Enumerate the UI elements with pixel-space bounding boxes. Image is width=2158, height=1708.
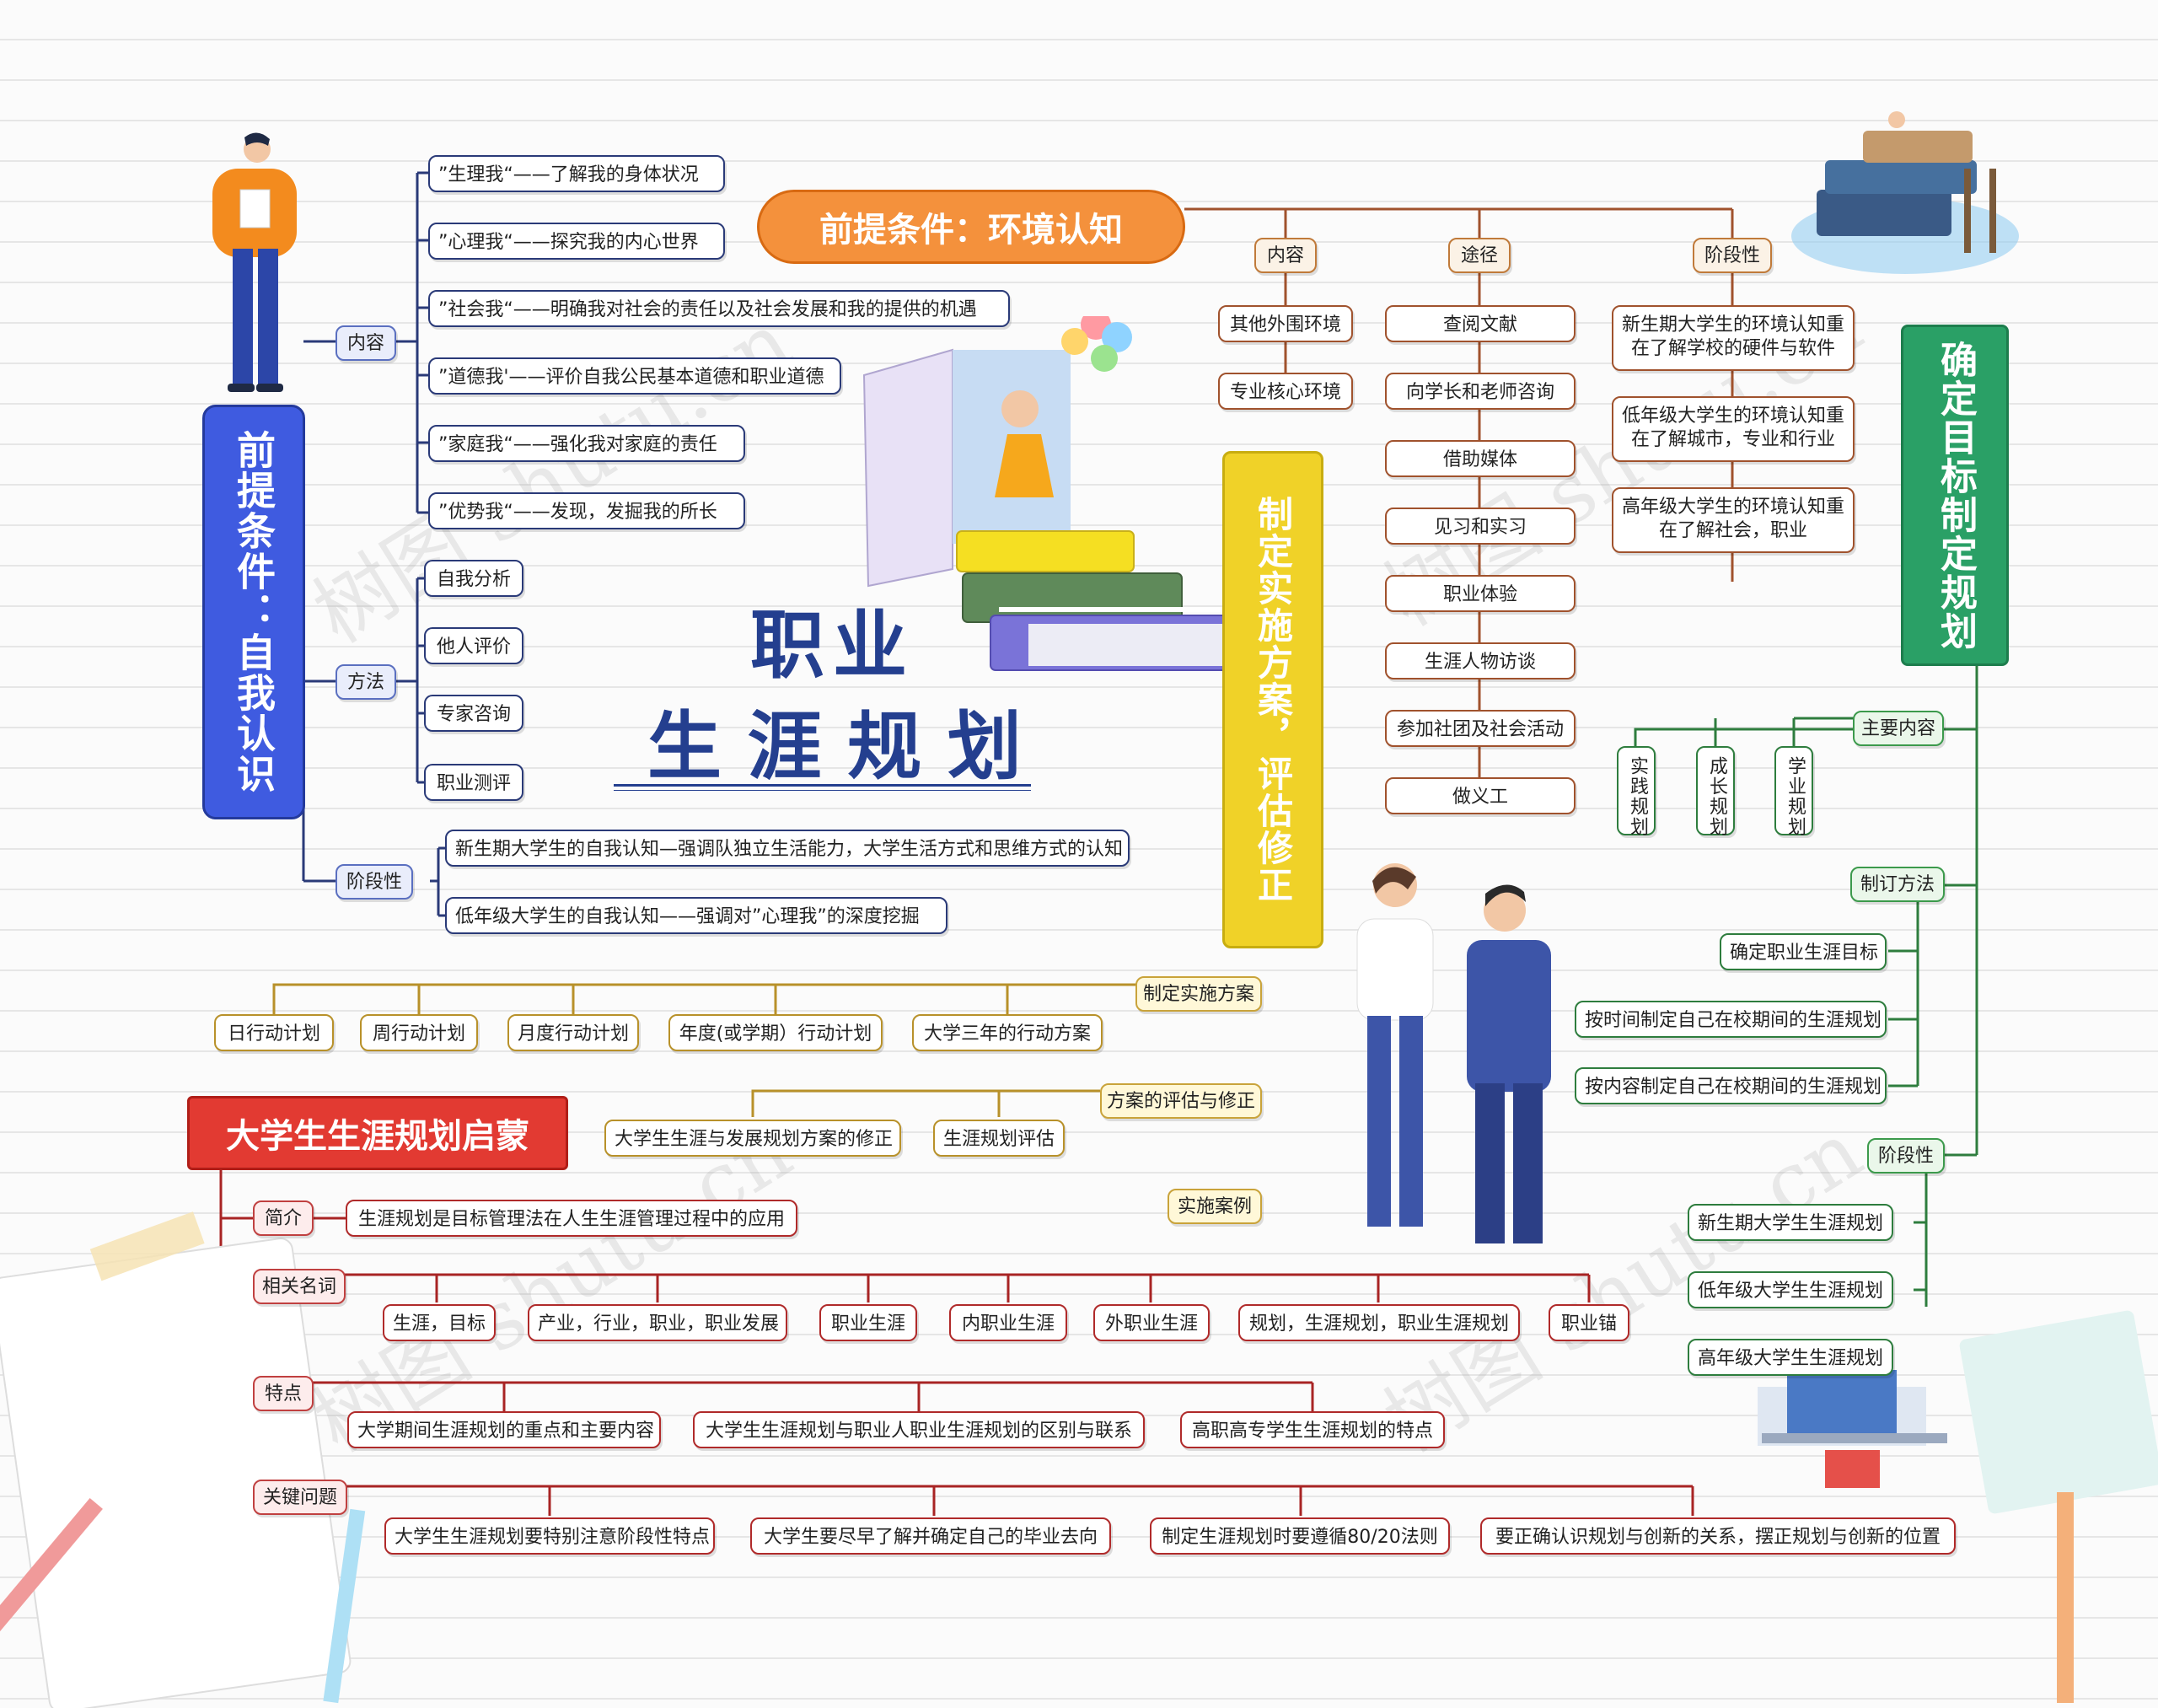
goal-method-item[interactable]: 按时间制定自己在校期间的生涯规划 bbox=[1575, 1001, 1887, 1038]
self-stage-item[interactable]: 低年级大学生的自我认知——强调对”心理我”的深度挖掘 bbox=[445, 897, 947, 934]
impl-main-node[interactable]: 制定实施方案，评估修正 bbox=[1222, 451, 1323, 948]
enlight-key-item[interactable]: 制定生涯规划时要遵循80/20法则 bbox=[1150, 1517, 1450, 1555]
goal-method-item[interactable]: 按内容制定自己在校期间的生涯规划 bbox=[1575, 1067, 1887, 1104]
impl-connectors bbox=[272, 983, 1138, 1117]
env-content-item[interactable]: 其他外围环境 bbox=[1218, 305, 1353, 342]
env-stage-item[interactable]: 低年级大学生的环境认知重在了解城市，专业和行业 bbox=[1612, 396, 1855, 462]
center-title-underline bbox=[614, 784, 1031, 791]
self-content-item[interactable]: ”道德我'——评价自我公民基本道德和职业道德 bbox=[428, 357, 841, 395]
enlight-feature-item[interactable]: 高职高专学生生涯规划的特点 bbox=[1180, 1411, 1445, 1448]
books-stack-illustration bbox=[1791, 111, 2019, 274]
impl-eval-tag[interactable]: 方案的评估与修正 bbox=[1100, 1083, 1262, 1119]
goal-main-item[interactable]: 学业规划 bbox=[1774, 746, 1813, 837]
goal-stage-item[interactable]: 低年级大学生生涯规划 bbox=[1688, 1271, 1893, 1308]
desk-sticky-note-illustration bbox=[1758, 1310, 2158, 1703]
self-stage-item[interactable]: 新生期大学生的自我认知—强调队独立生活能力，大学生活方式和思维方式的认知 bbox=[445, 830, 1130, 867]
goal-stage-item[interactable]: 高年级大学生生涯规划 bbox=[1688, 1339, 1893, 1376]
goal-method-item[interactable]: 确定职业生涯目标 bbox=[1720, 933, 1887, 970]
enlight-term-item[interactable]: 规划，生涯规划，职业生涯规划 bbox=[1238, 1304, 1520, 1341]
self-content-item[interactable]: ”优势我“——发现，发掘我的所长 bbox=[428, 492, 745, 529]
enlight-feature-tag[interactable]: 特点 bbox=[253, 1376, 314, 1411]
impl-plan-item[interactable]: 周行动计划 bbox=[360, 1014, 478, 1051]
self-content-tag[interactable]: 内容 bbox=[336, 325, 396, 361]
impl-plan-item[interactable]: 年度(或学期）行动计划 bbox=[668, 1014, 883, 1051]
self-method-item[interactable]: 他人评价 bbox=[424, 627, 523, 664]
center-title-2: 生 涯 规 划 bbox=[647, 703, 1022, 790]
goal-main-item[interactable]: 实践规划 bbox=[1617, 746, 1656, 837]
env-content-tag[interactable]: 内容 bbox=[1254, 238, 1317, 273]
env-content-item[interactable]: 专业核心环境 bbox=[1218, 373, 1353, 410]
env-route-item[interactable]: 查阅文献 bbox=[1385, 305, 1576, 342]
self-method-item[interactable]: 自我分析 bbox=[424, 560, 523, 597]
enlight-term-item[interactable]: 外职业生涯 bbox=[1093, 1304, 1210, 1341]
enlight-intro-tag[interactable]: 简介 bbox=[253, 1200, 314, 1236]
env-stage-item[interactable]: 新生期大学生的环境认知重在了解学校的硬件与软件 bbox=[1612, 305, 1855, 371]
self-content-item[interactable]: ”社会我“——明确我对社会的责任以及社会发展和我的提供的机遇 bbox=[428, 290, 1010, 327]
enlight-terms-tag[interactable]: 相关名词 bbox=[253, 1269, 346, 1304]
enlight-term-item[interactable]: 产业，行业，职业，职业发展 bbox=[528, 1304, 787, 1341]
impl-plan-item[interactable]: 日行动计划 bbox=[214, 1014, 334, 1051]
impl-plan-item[interactable]: 大学三年的行动方案 bbox=[912, 1014, 1103, 1051]
enlight-feature-item[interactable]: 大学期间生涯规划的重点和主要内容 bbox=[347, 1411, 661, 1448]
self-main-node[interactable]: 前提条件：自我认识 bbox=[202, 405, 305, 819]
goal-main-node[interactable]: 确定目标制定规划 bbox=[1901, 325, 2009, 666]
goal-main-item[interactable]: 成长规划 bbox=[1696, 746, 1735, 837]
env-route-tag[interactable]: 途径 bbox=[1448, 238, 1511, 273]
self-connectors bbox=[302, 171, 447, 917]
enlight-key-item[interactable]: 要正确认识规划与创新的关系，摆正规划与创新的位置 bbox=[1480, 1517, 1956, 1555]
impl-eval-item[interactable]: 生涯规划评估 bbox=[933, 1120, 1065, 1157]
enlight-feature-item[interactable]: 大学生生涯规划与职业人职业生涯规划的区别与联系 bbox=[693, 1411, 1145, 1448]
enlight-main-node[interactable]: 大学生生涯规划启蒙 bbox=[187, 1096, 568, 1170]
impl-plan-tag[interactable]: 制定实施方案 bbox=[1135, 976, 1262, 1012]
enlight-key-item[interactable]: 大学生生涯规划要特别注意阶段性特点 bbox=[384, 1517, 715, 1555]
env-route-item[interactable]: 做义工 bbox=[1385, 777, 1576, 814]
goal-stage-tag[interactable]: 阶段性 bbox=[1867, 1138, 1945, 1174]
env-route-item[interactable]: 参加社团及社会活动 bbox=[1385, 710, 1576, 747]
goal-stage-item[interactable]: 新生期大学生生涯规划 bbox=[1688, 1204, 1893, 1241]
env-main-node[interactable]: 前提条件：环境认知 bbox=[757, 190, 1185, 264]
enlight-term-item[interactable]: 职业生涯 bbox=[819, 1304, 917, 1341]
center-title-1: 职业 bbox=[750, 602, 916, 689]
business-people-illustration bbox=[1356, 863, 1551, 1243]
self-method-tag[interactable]: 方法 bbox=[336, 664, 396, 700]
enlight-term-item[interactable]: 职业锚 bbox=[1549, 1304, 1629, 1341]
enlight-intro-item[interactable]: 生涯规划是目标管理法在人生生涯管理过程中的应用 bbox=[346, 1200, 797, 1237]
enlight-key-tag[interactable]: 关键问题 bbox=[253, 1480, 347, 1515]
self-content-item[interactable]: ”家庭我“——强化我对家庭的责任 bbox=[428, 425, 745, 462]
self-content-item[interactable]: ”心理我“——探究我的内心世界 bbox=[428, 223, 725, 260]
enlight-connectors bbox=[219, 1170, 1694, 1516]
enlight-term-item[interactable]: 内职业生涯 bbox=[949, 1304, 1067, 1341]
enlight-key-item[interactable]: 大学生要尽早了解并确定自己的毕业去向 bbox=[750, 1517, 1111, 1555]
notebook-pencil-illustration bbox=[0, 1211, 366, 1708]
impl-plan-item[interactable]: 月度行动计划 bbox=[507, 1014, 639, 1051]
goal-connectors bbox=[1634, 666, 1978, 1307]
impl-eval-item[interactable]: 大学生生涯与发展规划方案的修正 bbox=[604, 1120, 901, 1157]
self-stage-tag[interactable]: 阶段性 bbox=[336, 864, 413, 900]
env-route-item[interactable]: 见习和实习 bbox=[1385, 508, 1576, 545]
books-girl-illustration bbox=[862, 316, 1252, 671]
env-route-item[interactable]: 向学长和老师咨询 bbox=[1385, 373, 1576, 410]
env-route-item[interactable]: 生涯人物访谈 bbox=[1385, 642, 1576, 679]
env-stage-tag[interactable]: 阶段性 bbox=[1693, 238, 1772, 273]
env-stage-item[interactable]: 高年级大学生的环境认知重在了解社会，职业 bbox=[1612, 487, 1855, 553]
goal-main-tag[interactable]: 主要内容 bbox=[1853, 711, 1944, 746]
self-content-item[interactable]: ”生理我“——了解我的身体状况 bbox=[428, 155, 725, 192]
goal-method-tag[interactable]: 制订方法 bbox=[1850, 867, 1945, 902]
env-route-item[interactable]: 职业体验 bbox=[1385, 575, 1576, 612]
self-method-item[interactable]: 专家咨询 bbox=[424, 695, 523, 732]
impl-case-tag[interactable]: 实施案例 bbox=[1168, 1189, 1262, 1224]
self-method-item[interactable]: 职业测评 bbox=[424, 764, 523, 801]
env-route-item[interactable]: 借助媒体 bbox=[1385, 440, 1576, 477]
student-illustration bbox=[212, 132, 297, 392]
enlight-term-item[interactable]: 生涯，目标 bbox=[383, 1304, 496, 1341]
